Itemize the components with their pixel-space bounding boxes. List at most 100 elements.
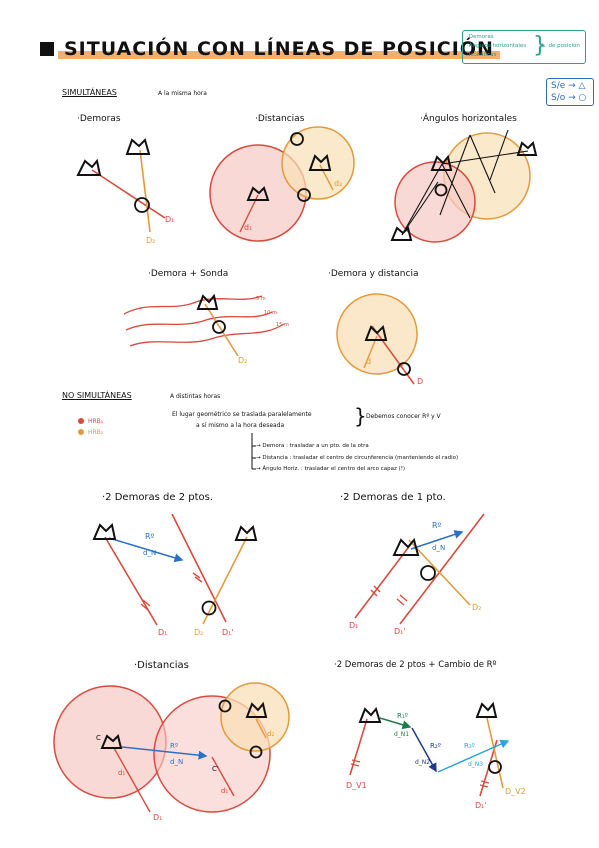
no-sim-brace: }	[354, 404, 367, 428]
label-dn3: d_N3	[468, 761, 483, 768]
landmark-triangle	[475, 701, 498, 718]
label-d2-small: d₂	[267, 730, 274, 738]
label-r3: R₃º	[464, 742, 475, 750]
course-arrow	[121, 746, 208, 760]
course-arrow-1	[379, 717, 412, 730]
label-r: Rº	[145, 532, 155, 541]
landmark-triangle	[308, 153, 332, 171]
label-10m: 10 m	[264, 310, 277, 316]
label-d1p: D₁'	[222, 628, 234, 637]
no-sim-bracket	[78, 418, 256, 470]
sub-demora-sonda: ·Demora + Sonda	[148, 269, 229, 279]
position-circle	[201, 600, 217, 616]
label-d1: D₁	[158, 628, 167, 637]
landmark-triangle	[245, 701, 268, 718]
landmark-triangle	[234, 525, 258, 541]
landmark-triangle	[125, 138, 151, 155]
label-d1pp: D₁'	[475, 801, 487, 810]
landmark-triangle	[516, 141, 538, 156]
radius-2	[255, 718, 267, 739]
landmark-triangle	[430, 154, 453, 171]
label-d1p: D₁'	[394, 627, 406, 636]
bearing-line-1-moved	[399, 513, 485, 625]
bearing-line-1-moved	[171, 513, 227, 623]
label-dv2: D_V2	[505, 787, 526, 796]
symbol-triangle: S/e → △	[551, 81, 586, 91]
symbol-circle: S/o → ○	[551, 93, 587, 103]
position-circle	[420, 565, 436, 581]
landmark-triangle	[100, 734, 123, 749]
position-circle	[397, 362, 411, 376]
diagram-demora-sonda: 5 m 10 m 15 m D₂	[123, 293, 289, 365]
radius-1	[239, 194, 259, 233]
label-5m: 5 m	[256, 296, 266, 302]
label-d2: D₂	[194, 628, 203, 637]
diagram-distancias: d₁ d₂	[209, 126, 355, 242]
label-d2: D₂	[238, 356, 247, 365]
label-r: Rº	[432, 521, 442, 530]
bearing-line-2	[486, 717, 504, 789]
legend-box: ·Demoras ·Ángulos horizontales ·Isobátic…	[462, 30, 586, 64]
sub-dos-demoras-cambio: ·2 Demoras de 2 ptos + Cambio de Rº	[334, 660, 497, 670]
landmark-triangle	[246, 186, 270, 201]
no-sim-line1: El lugar geométrico se traslada paralela…	[172, 411, 312, 418]
distance-circle-1	[53, 685, 167, 799]
label-dn1: d_N1	[394, 731, 409, 738]
title-block: SITUACIÓN CON LÍNEAS DE POSICIÓN	[40, 38, 500, 60]
label-r2: R₂º	[430, 742, 441, 750]
label-dn: d_N	[143, 549, 156, 557]
diagram-dos-demoras-2: Rº d_N D₁ D₂ D₁'	[92, 513, 258, 637]
radius-1-moved	[211, 756, 235, 797]
landmark-triangle	[358, 706, 382, 723]
label-dn2: d_N2	[415, 759, 430, 766]
position-circle	[297, 188, 311, 202]
diagram-demora-distancia: d D	[336, 293, 423, 386]
position-circle	[434, 183, 448, 197]
label-D: D	[417, 377, 423, 386]
label-d1: D₁	[349, 621, 358, 630]
isobath-15	[129, 323, 285, 347]
radius-1	[113, 747, 151, 813]
landmark-triangle	[196, 293, 219, 310]
sub-distancias: ·Distancias	[255, 114, 305, 124]
position-circle	[212, 320, 226, 334]
bearing-line	[204, 303, 239, 357]
bearing-line-1	[354, 543, 412, 619]
landmark-triangle	[92, 522, 117, 540]
label-r1: R₁º	[397, 712, 408, 720]
sub-angulos: ·Ángulos horizontales	[420, 114, 517, 124]
no-sim-item: → Ángulo Horiz. : trasladar el centro de…	[256, 466, 406, 472]
hrb1-label: HRB₁	[88, 418, 104, 425]
legend-brace: }	[533, 33, 547, 58]
distance-circle-2	[281, 126, 355, 200]
label-r: Rº	[170, 742, 178, 750]
isobath-5	[123, 295, 263, 315]
label-d2: D₂	[146, 236, 155, 245]
sub-demora-distancia: ·Demora y distancia	[328, 269, 419, 279]
bearing-line-2	[139, 149, 151, 233]
bearing-line-1	[349, 718, 368, 776]
simultaneas-note: A la misma hora	[158, 90, 207, 97]
label-d: d	[366, 357, 371, 366]
diagram-distancias-2: C C' Rº d_N d₁ d₁' d₂ D₁	[53, 682, 290, 822]
label-d1p-small: d₁'	[221, 787, 230, 795]
no-sim-line2: a sí mismo a la hora deseada	[196, 422, 285, 429]
sub-demoras: ·Demoras	[77, 114, 121, 124]
course-arrow	[108, 537, 184, 563]
landmark-triangle	[76, 158, 102, 176]
label-d1-small: d₁	[244, 223, 252, 232]
diagram-angulos	[390, 129, 538, 243]
course-arrow-3	[437, 739, 510, 773]
diagram-dos-demoras-cambio: R₁º d_N1 R₂º d_N2 R₃º d_N3 D_V1 D_V2 D₁'	[346, 701, 526, 810]
label-dv1: D_V1	[346, 781, 367, 790]
label-dn: d_N	[432, 544, 445, 552]
bearing-line-2	[408, 539, 471, 606]
hrb2-label: HRB₂	[88, 429, 104, 436]
position-circle	[249, 745, 263, 759]
no-sim-item: → Distancia : trasladar el centro de cir…	[256, 455, 459, 461]
legend-right: L. de posición	[542, 43, 580, 49]
landmark-triangle	[390, 226, 413, 241]
course-arrow	[410, 530, 464, 550]
label-c: C	[96, 734, 101, 742]
